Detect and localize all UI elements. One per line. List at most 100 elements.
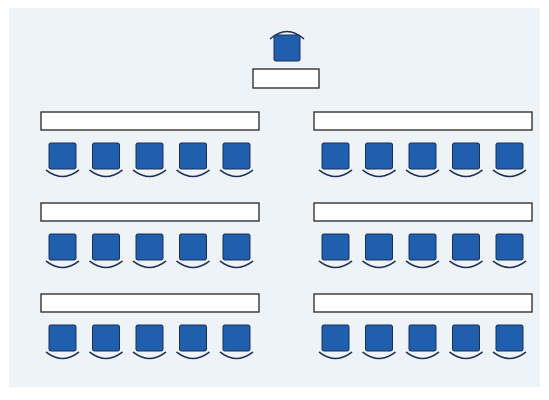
seat-base (269, 30, 305, 40)
student-seat-3 (405, 324, 440, 360)
student-seat-1 (45, 142, 80, 178)
student-seat-5 (492, 324, 527, 360)
student-desk (40, 293, 260, 313)
seat-base (449, 169, 483, 178)
seat-back (408, 142, 437, 170)
seat-base (362, 351, 396, 360)
student-seat-2 (362, 324, 396, 360)
seat-base (318, 169, 353, 178)
seat-back (452, 233, 480, 261)
seat-back (92, 324, 120, 352)
seat-base (492, 169, 527, 178)
student-seat-1 (318, 233, 353, 269)
student-seat-5 (219, 142, 254, 178)
student-seat-3 (132, 142, 167, 178)
desk-group-r1-c2 (313, 111, 533, 178)
seat-base (89, 260, 123, 269)
seat-base (492, 260, 527, 269)
seat-base (176, 260, 210, 269)
seat-base (132, 351, 167, 360)
student-seat-5 (492, 142, 527, 178)
seat-base (492, 351, 527, 360)
student-seat-4 (176, 233, 210, 269)
seat-base (219, 169, 254, 178)
student-seat-1 (318, 142, 353, 178)
seat-back (321, 142, 350, 170)
seat-back (135, 142, 164, 170)
student-seat-4 (449, 233, 483, 269)
student-desk (313, 202, 533, 222)
student-seat-2 (89, 233, 123, 269)
student-seat-3 (405, 142, 440, 178)
seat-back (495, 324, 524, 352)
student-seat-2 (362, 233, 396, 269)
desk-group-r2-c1 (40, 202, 260, 269)
seat-base (45, 351, 80, 360)
seat-base (362, 169, 396, 178)
seat-back (273, 34, 301, 62)
seat-back (92, 233, 120, 261)
instructor-area (252, 30, 320, 89)
seat-base (89, 351, 123, 360)
seat-base (132, 260, 167, 269)
seat-base (89, 169, 123, 178)
student-seat-5 (219, 233, 254, 269)
student-seat-5 (219, 324, 254, 360)
seat-base (219, 260, 254, 269)
seat-back (452, 324, 480, 352)
seat-base (132, 169, 167, 178)
student-seat-4 (176, 142, 210, 178)
seat-base (318, 351, 353, 360)
instructor-desk (252, 68, 320, 89)
seat-back (495, 233, 524, 261)
seat-base (405, 169, 440, 178)
student-desk (313, 111, 533, 131)
desk-group-r3-c2 (313, 293, 533, 360)
student-seat-1 (45, 324, 80, 360)
desk-group-r2-c2 (313, 202, 533, 269)
student-seat-5 (492, 233, 527, 269)
seat-base (405, 260, 440, 269)
seat-back (408, 233, 437, 261)
seat-back (222, 324, 251, 352)
seat-back (222, 233, 251, 261)
seat-back (179, 142, 207, 170)
seat-base (449, 351, 483, 360)
student-seat-1 (318, 324, 353, 360)
seat-back (365, 324, 393, 352)
student-desk (313, 293, 533, 313)
seat-back (495, 142, 524, 170)
seat-back (179, 233, 207, 261)
student-seat-4 (176, 324, 210, 360)
instructor-seat (269, 30, 305, 62)
seat-back (408, 324, 437, 352)
student-seat-4 (449, 324, 483, 360)
student-seat-3 (132, 324, 167, 360)
student-seat-2 (89, 324, 123, 360)
seat-back (321, 324, 350, 352)
seat-back (135, 233, 164, 261)
seat-back (92, 142, 120, 170)
seat-base (219, 351, 254, 360)
seat-back (452, 142, 480, 170)
seat-base (449, 260, 483, 269)
student-seat-4 (449, 142, 483, 178)
desk-group-r3-c1 (40, 293, 260, 360)
seat-base (176, 169, 210, 178)
seat-base (318, 260, 353, 269)
seat-back (365, 142, 393, 170)
seat-back (48, 324, 77, 352)
student-seat-2 (89, 142, 123, 178)
seat-base (176, 351, 210, 360)
student-desk (40, 202, 260, 222)
student-seat-2 (362, 142, 396, 178)
seat-back (179, 324, 207, 352)
seat-base (405, 351, 440, 360)
seat-back (365, 233, 393, 261)
student-seat-1 (45, 233, 80, 269)
seat-back (321, 233, 350, 261)
seat-back (48, 233, 77, 261)
student-seat-3 (405, 233, 440, 269)
student-desk (40, 111, 260, 131)
